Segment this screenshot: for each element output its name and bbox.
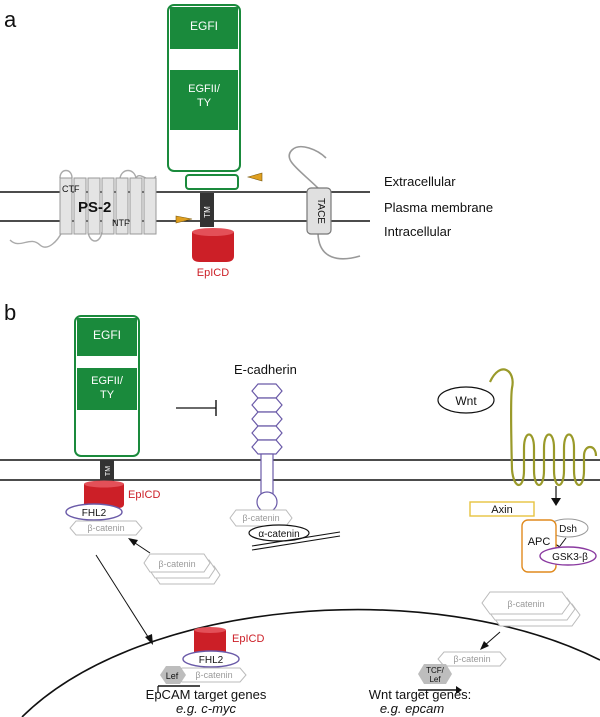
actin-line-1	[251, 535, 341, 551]
egfi-label-a: EGFI	[190, 19, 218, 33]
egfii-label-a-line1: EGFII/	[188, 83, 221, 95]
lef-label: Lef	[166, 671, 179, 681]
wnt-target-genes: Wnt target genes:	[369, 687, 472, 702]
epcam-target-genes: EpCAM target genes	[146, 687, 267, 702]
plasma-membrane-label: Plasma membrane	[384, 200, 493, 215]
panel-a-label: a	[4, 7, 17, 32]
wnt-ligand	[437, 386, 495, 414]
wnt-label: Wnt	[455, 394, 477, 408]
dsh-inhibition-line	[559, 537, 567, 547]
tace-protein	[306, 187, 332, 235]
beta-catenin-label-2: β-catenin	[158, 559, 195, 569]
fhl2-b	[65, 503, 123, 521]
tcf-lef-label-line2: Lef	[429, 675, 441, 684]
tace-label: TACE	[315, 198, 326, 224]
tm-label-a: TM	[203, 206, 212, 218]
beta-catenin-stack-left	[143, 553, 221, 585]
fhl2-label-nuclear: FHL2	[199, 655, 224, 666]
arrow-to-fhl2-head	[128, 538, 138, 546]
epicd-nuclear	[194, 627, 226, 656]
cleavage-arrowhead-intramembrane	[175, 215, 193, 224]
ctf-label: CTF	[62, 184, 80, 194]
e-cadherin-protein	[251, 383, 283, 513]
alpha-catenin-label: α-catenin	[258, 529, 299, 540]
egfii-label-a-line2: TY	[197, 97, 212, 109]
apc-label: APC	[528, 536, 551, 548]
tm-domain-b	[100, 460, 114, 482]
egfii-label-b-line2: TY	[100, 389, 115, 401]
epcam-extracellular-a	[167, 4, 241, 172]
beta-catenin-label-4: β-catenin	[507, 599, 544, 609]
arrow-to-nucleus-left	[95, 554, 151, 641]
wnt-target-example: e.g. epcam	[380, 701, 444, 716]
actin-line-2	[251, 531, 341, 547]
nuclear-envelope	[21, 608, 600, 717]
beta-catenin-label-6: β-catenin	[453, 654, 490, 664]
e-cadherin-label: E-cadherin	[234, 362, 297, 377]
beta-catenin-bound-fhl2	[69, 520, 143, 536]
gsk3b-label: GSK3-β	[552, 552, 588, 563]
epcam-target-example: e.g. c-myc	[176, 701, 236, 716]
beta-catenin-nuclear-right	[437, 651, 507, 667]
cleavage-arrowhead-extracellular	[246, 172, 263, 182]
extracellular-label: Extracellular	[384, 174, 456, 189]
egfi-label-b: EGFI	[93, 328, 121, 342]
arrow-to-nucleus-left-head	[145, 634, 153, 645]
axin-label: Axin	[491, 504, 512, 516]
dna-arrow-right	[456, 686, 462, 694]
tcf-lef-label-line1: TCF/	[426, 666, 445, 675]
beta-catenin-stack-right	[481, 591, 581, 627]
lef-protein	[160, 666, 186, 684]
epicd-label-a: EpICD	[197, 267, 229, 279]
beta-catenin-label-3: β-catenin	[242, 513, 279, 523]
tace-extracellular-loop	[288, 145, 327, 191]
epicd-b	[84, 480, 124, 508]
dsh-label: Dsh	[559, 524, 577, 535]
ps2-protein	[9, 169, 157, 248]
epicd-label-nuclear: EpICD	[232, 633, 264, 645]
gsk3b-protein	[539, 546, 597, 566]
arrow-to-nucleus-right-head	[480, 641, 489, 650]
beta-catenin-label-1: β-catenin	[87, 523, 124, 533]
panel-b-label: b	[4, 300, 16, 325]
frizzled-receptor	[488, 368, 598, 487]
fhl2-nuclear	[182, 650, 240, 668]
tcf-lef-protein	[418, 664, 452, 684]
epcam-extracellular-b	[74, 315, 140, 457]
beta-catenin-label-5: β-catenin	[195, 670, 232, 680]
ntf-label: NTF	[112, 218, 130, 228]
alpha-catenin	[248, 524, 310, 542]
epicd-a	[192, 228, 234, 262]
epcam-stalk-a	[185, 174, 239, 190]
axin-protein	[469, 501, 535, 517]
frizzled-arrow-head	[551, 498, 561, 506]
epicd-label-b: EpICD	[128, 489, 160, 501]
egfii-label-b-line1: EGFII/	[91, 375, 124, 387]
tm-label-b: TM	[105, 466, 112, 476]
intracellular-label: Intracellular	[384, 224, 452, 239]
tm-domain-a	[200, 193, 214, 227]
fhl2-label-b: FHL2	[82, 508, 107, 519]
ps2-label: PS-2	[78, 199, 111, 216]
tace-intracellular-tail	[317, 231, 361, 260]
